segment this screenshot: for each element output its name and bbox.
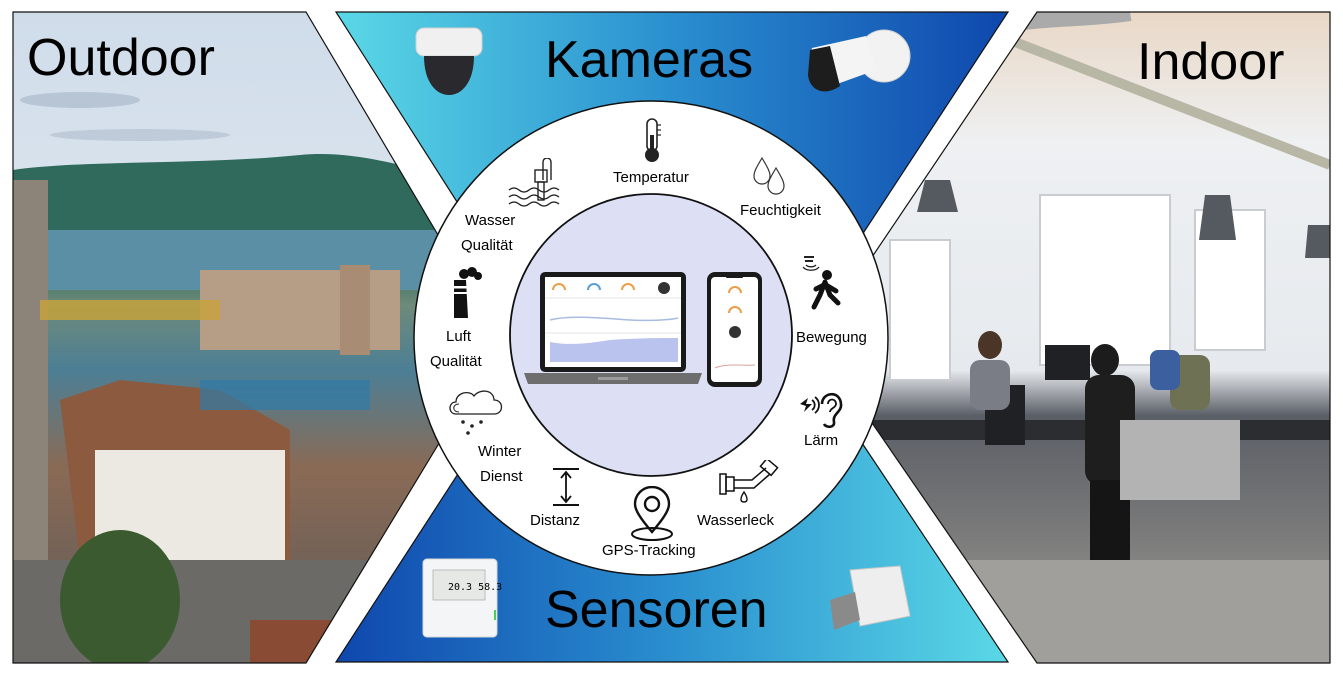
feuchtigkeit-label: Feuchtigkeit	[740, 202, 821, 219]
ultrasonic-sensor-image	[830, 565, 911, 630]
wasser-label-line2: Qualität	[461, 237, 513, 254]
dome-camera-image	[415, 27, 483, 95]
snow-cloud-icon	[449, 390, 503, 435]
luft-label-line1: Luft	[446, 328, 472, 345]
winter-label-line1: Winter	[478, 443, 522, 460]
laptop-dashboard	[524, 272, 702, 384]
wasserleck-label: Wasserleck	[697, 512, 774, 529]
motion-person-icon	[802, 256, 841, 310]
winter-label-line2: Dienst	[480, 468, 523, 485]
bullet-camera-image	[808, 29, 911, 92]
location-pin-icon	[631, 486, 673, 541]
sensors-title: Sensoren	[545, 581, 768, 639]
water-drops-icon	[753, 156, 785, 195]
distance-arrow-icon	[553, 468, 579, 506]
pipe-leak-icon	[719, 460, 779, 503]
distanz-label: Distanz	[530, 512, 581, 529]
outdoor-photo	[13, 12, 441, 663]
display-sensor-image	[422, 558, 498, 638]
sensor-display-readout: 20.3 58.3	[448, 582, 503, 593]
thermometer-icon	[645, 118, 661, 162]
temperatur-label: Temperatur	[613, 169, 689, 186]
wasser-label-line1: Wasser	[465, 212, 516, 229]
laerm-label: Lärm	[804, 432, 839, 449]
luft-label-line2: Qualität	[430, 353, 482, 370]
factory-smoke-icon	[454, 267, 482, 318]
outdoor-title: Outdoor	[27, 29, 215, 87]
water-probe-icon	[508, 158, 560, 207]
phone-dashboard	[707, 272, 762, 387]
cameras-title: Kameras	[545, 31, 754, 89]
gps-tracking-label: GPS-Tracking	[602, 542, 696, 559]
bewegung-label: Bewegung	[796, 329, 867, 346]
ear-noise-icon	[800, 392, 843, 429]
indoor-title: Indoor	[1137, 33, 1285, 91]
